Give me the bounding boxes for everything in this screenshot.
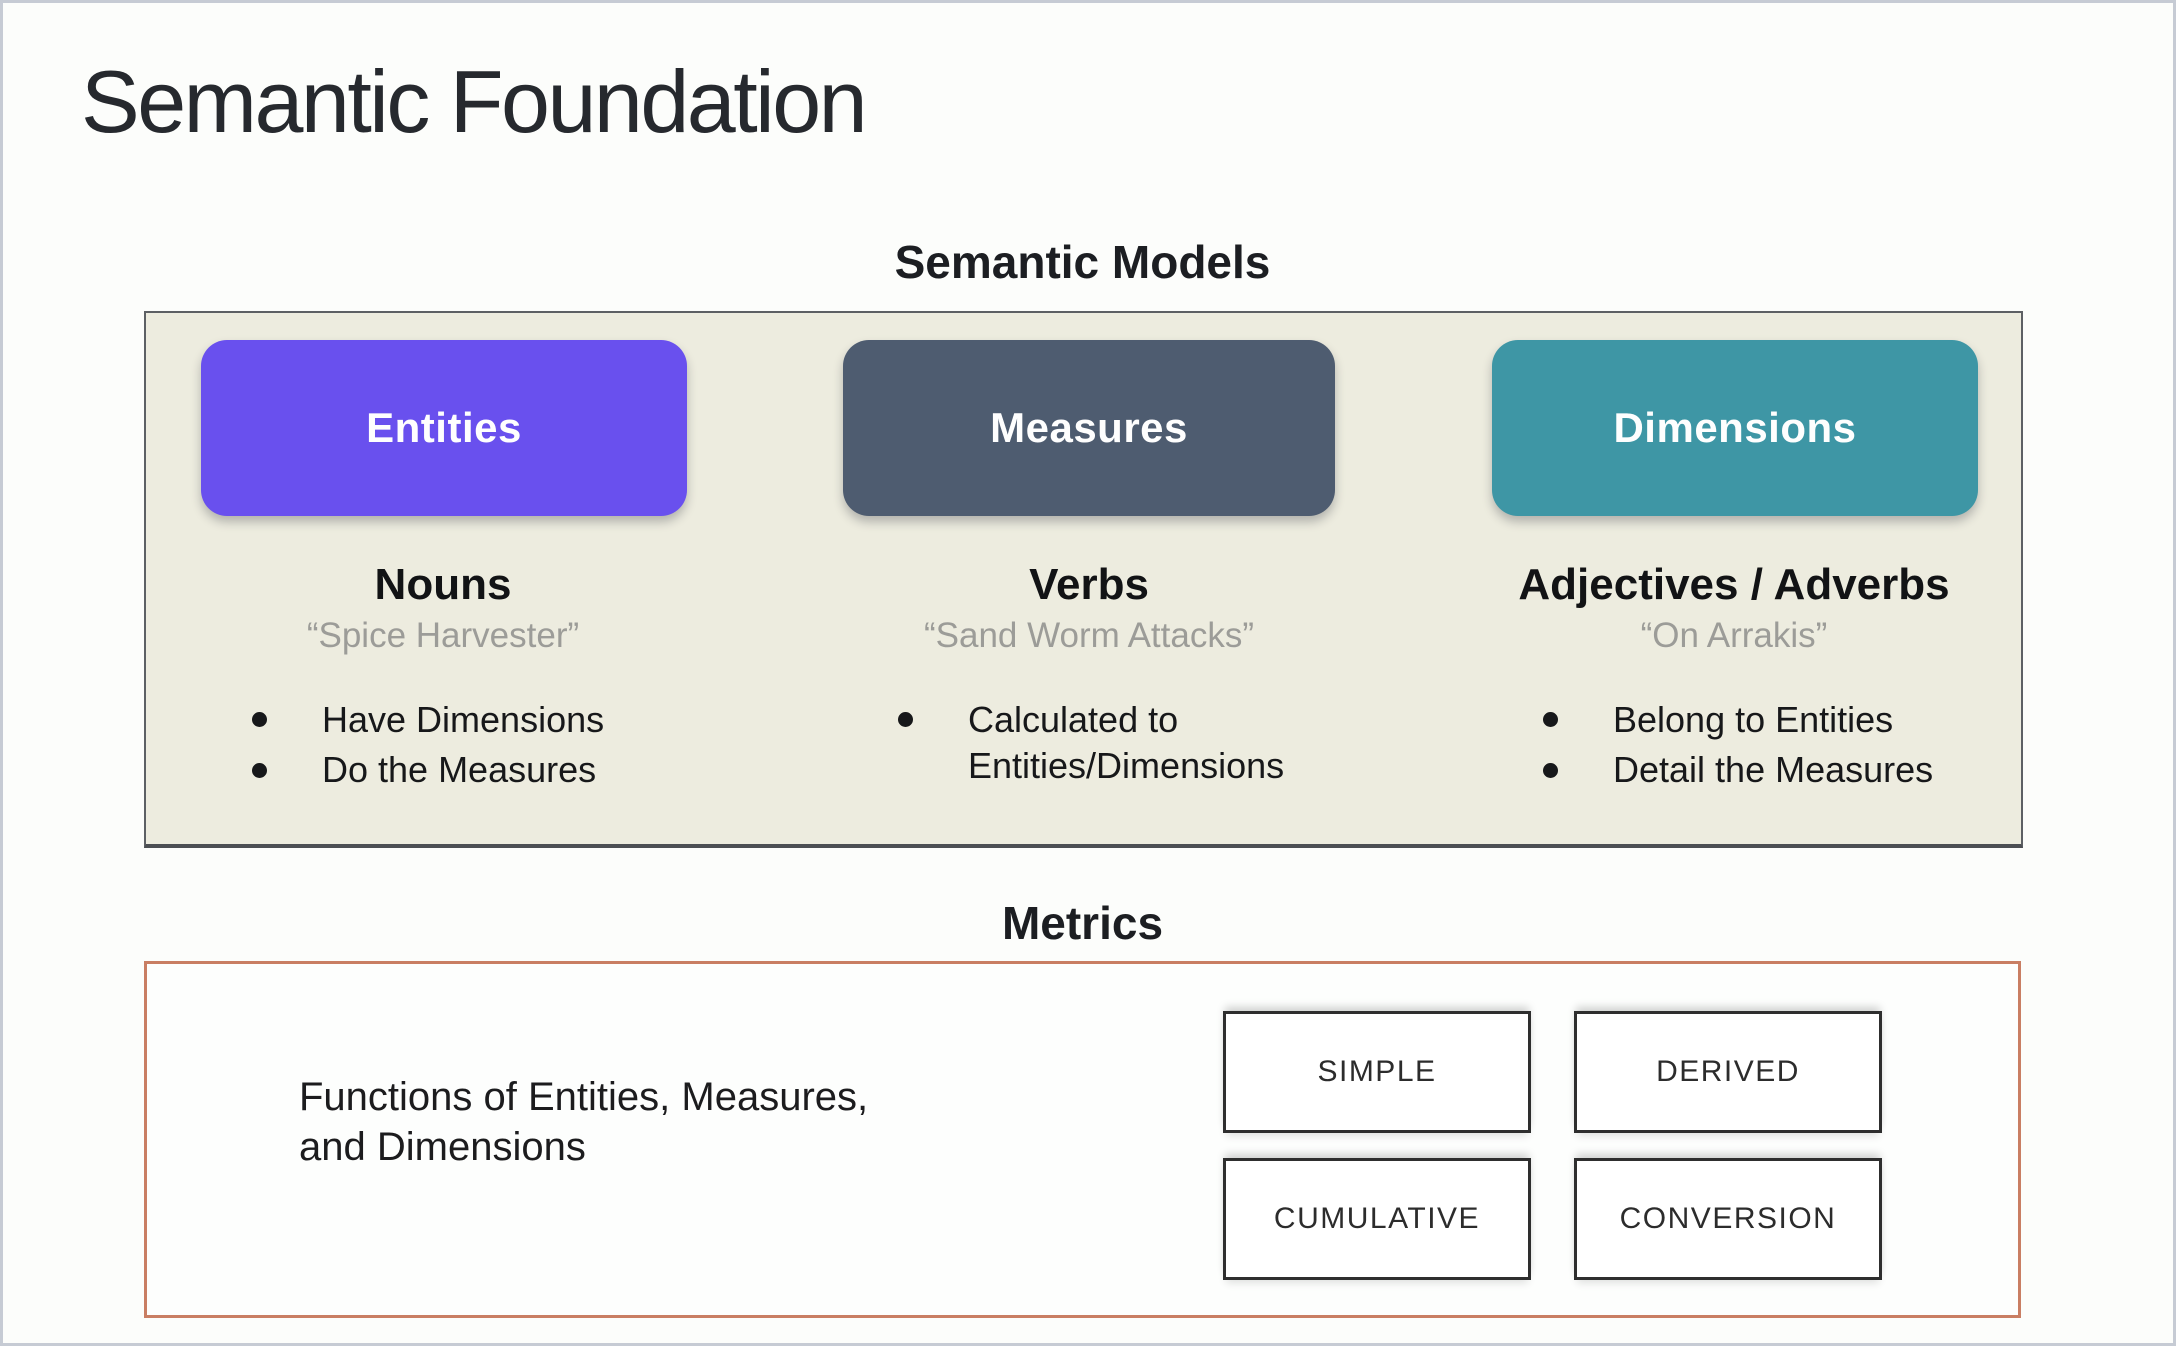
metric-type-derived-label: DERIVED [1656,1055,1800,1088]
entities-box: Entities [201,340,687,516]
bullet-item: Do the Measures [250,747,713,793]
metric-type-cumulative: CUMULATIVE [1223,1158,1531,1280]
measures-column: Verbs “Sand Worm Attacks” Calculated to … [819,560,1359,793]
bullet-item: Detail the Measures [1541,747,2004,793]
metric-type-simple-label: SIMPLE [1317,1055,1437,1088]
nouns-heading: Nouns [374,560,512,609]
semantic-models-title: Semantic Models [894,236,1271,288]
metric-type-conversion-label: CONVERSION [1619,1202,1837,1235]
verbs-example: “Sand Worm Attacks” [923,615,1254,655]
metric-type-cumulative-label: CUMULATIVE [1273,1202,1481,1235]
metric-type-derived: DERIVED [1574,1011,1882,1133]
bullet-item: Have Dimensions [250,697,713,743]
verbs-bullet-list: Calculated to Entities/Dimensions [896,697,1359,789]
dimensions-box: Dimensions [1492,340,1978,516]
bullet-item: Calculated to Entities/Dimensions [896,697,1328,789]
metrics-panel: Functions of Entities, Measures, and Dim… [144,961,2021,1318]
slide-title: Semantic Foundation [81,52,868,151]
dimensions-column: Adjectives / Adverbs “On Arrakis” Belong… [1464,560,2004,797]
measures-label: Measures [990,404,1188,451]
nouns-example: “Spice Harvester” [306,615,580,655]
adjectives-adverbs-example: “On Arrakis” [1640,615,1828,655]
dimensions-label: Dimensions [1613,404,1857,451]
dimensions-bullet-list: Belong to Entities Detail the Measures [1541,697,2004,793]
metrics-description: Functions of Entities, Measures, and Dim… [299,1075,869,1169]
metrics-title: Metrics [1001,897,1164,949]
semantic-models-panel: Entities Measures Dimensions Nouns “Spic… [144,311,2023,848]
verbs-heading: Verbs [1029,560,1149,609]
nouns-bullet-list: Have Dimensions Do the Measures [250,697,713,793]
measures-box: Measures [843,340,1335,516]
entities-label: Entities [366,404,522,451]
bullet-item: Belong to Entities [1541,697,2004,743]
metric-type-simple: SIMPLE [1223,1011,1531,1133]
metric-type-conversion: CONVERSION [1574,1158,1882,1280]
adjectives-adverbs-heading: Adjectives / Adverbs [1518,560,1950,609]
entities-column: Nouns “Spice Harvester” Have Dimensions … [173,560,713,797]
